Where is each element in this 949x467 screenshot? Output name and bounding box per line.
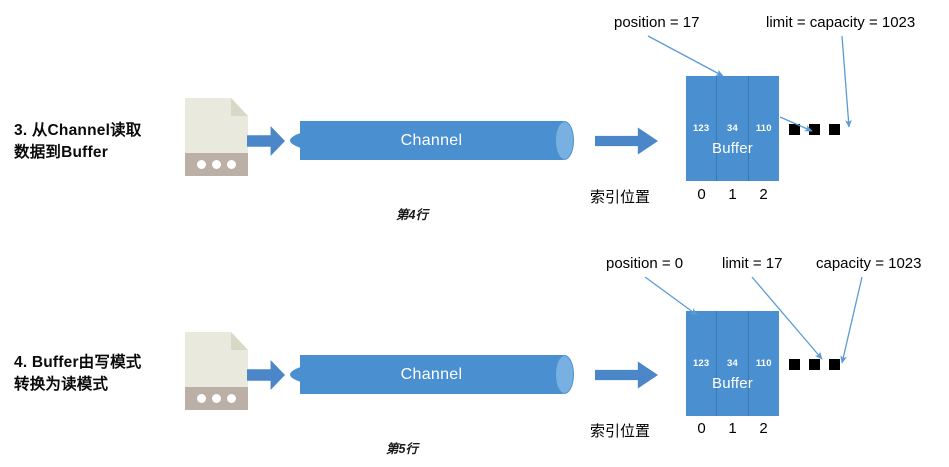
leader-capacity-2 [840, 276, 863, 364]
channel-label-1: Channel [400, 131, 463, 149]
index-numbers-2: 0 1 2 [686, 420, 779, 437]
buffer-cell-value: 110 [755, 123, 772, 134]
buffer-cell: 110 [748, 311, 779, 416]
leader-position-2 [644, 276, 698, 316]
arrow-file-to-channel-1 [247, 126, 285, 156]
document-icon [185, 98, 248, 176]
leader-position-1 [647, 35, 724, 77]
buffer-cell: 123 [686, 76, 718, 181]
leader-limit-capacity-1 [841, 35, 852, 128]
document-icon [185, 332, 248, 410]
document-icon-dots [185, 394, 248, 403]
buffer-cells-1: 123 34 110 [686, 76, 779, 181]
step-label-3: 3. 从Channel读取 数据到Buffer [14, 122, 142, 161]
buffer-cell: 34 [717, 76, 749, 181]
channel-rect [300, 355, 563, 394]
row-caption-1: 第4行 [396, 208, 428, 222]
channel-cylinder-1: Channel [290, 121, 574, 160]
position-annotation-2: position = 0 [606, 255, 684, 272]
index-caption-1: 索引位置 [590, 189, 651, 206]
index-number: 1 [728, 420, 737, 437]
row-caption-2: 第5行 [386, 442, 418, 456]
index-number: 2 [759, 420, 768, 437]
index-number: 2 [759, 186, 768, 203]
buffer-box-1: 123 34 110 Buffer [686, 76, 779, 181]
buffer-ellipsis-squares-2 [789, 359, 840, 370]
document-icon-dots [185, 160, 248, 169]
capacity-annotation-2: capacity = 1023 [816, 255, 922, 272]
channel-cylinder-2: Channel [290, 355, 574, 394]
buffer-cell: 110 [748, 76, 779, 181]
buffer-cell: 34 [717, 311, 749, 416]
index-caption-2: 索引位置 [590, 423, 651, 440]
index-number: 0 [697, 420, 706, 437]
index-number: 1 [728, 186, 737, 203]
limit-capacity-annotation-1: limit = capacity = 1023 [766, 14, 916, 31]
position-annotation-1: position = 17 [614, 14, 700, 31]
buffer-cells-2: 123 34 110 [686, 311, 779, 416]
channel-cap [555, 355, 574, 394]
step-label-4: 4. Buffer由写模式 转换为读模式 [14, 354, 142, 393]
buffer-cell-value: 34 [727, 358, 738, 369]
arrow-file-to-channel-2 [247, 360, 285, 390]
index-numbers-1: 0 1 2 [686, 186, 779, 203]
buffer-ellipsis-squares-1 [789, 124, 840, 135]
buffer-cell-value: 123 [692, 123, 710, 134]
buffer-box-2: 123 34 110 Buffer [686, 311, 779, 416]
buffer-cell-value: 123 [692, 358, 710, 369]
buffer-cell-value: 34 [727, 123, 738, 134]
buffer-cell-value: 110 [755, 358, 772, 369]
channel-rect [300, 121, 563, 160]
channel-label-2: Channel [400, 365, 463, 383]
arrow-channel-to-buffer-1 [595, 127, 658, 155]
channel-cap [555, 121, 574, 160]
limit-annotation-2: limit = 17 [722, 255, 783, 272]
arrow-channel-to-buffer-2 [595, 361, 658, 389]
buffer-cell: 123 [686, 311, 718, 416]
index-number: 0 [697, 186, 706, 203]
